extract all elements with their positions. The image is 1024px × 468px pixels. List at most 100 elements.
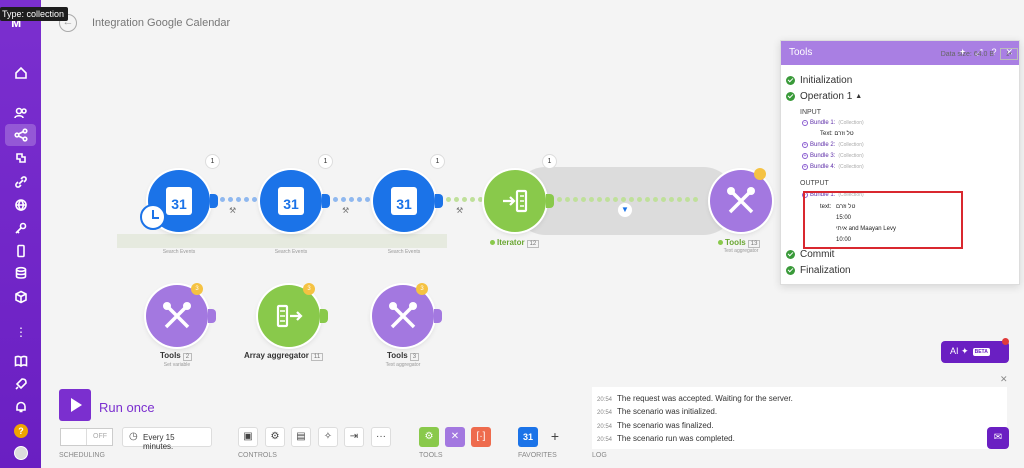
settings-icon[interactable]: ⚙ bbox=[265, 427, 285, 447]
devices-icon[interactable] bbox=[12, 242, 30, 260]
iterator-icon bbox=[503, 189, 528, 213]
array-aggregator-module[interactable] bbox=[258, 285, 320, 347]
page-title: Integration Google Calendar bbox=[92, 17, 231, 29]
scheduling-toggle[interactable]: OFF bbox=[60, 428, 113, 446]
run-once-button[interactable] bbox=[59, 389, 91, 421]
commit-row[interactable]: Commit bbox=[786, 249, 834, 260]
sidebar-active-highlight bbox=[5, 124, 36, 146]
chat-support-icon[interactable]: ✉ bbox=[987, 427, 1009, 449]
operation-count-badge[interactable]: 3 bbox=[416, 283, 428, 295]
avatar[interactable] bbox=[14, 446, 28, 460]
module-subtitle: Search Events bbox=[387, 249, 421, 255]
operation-count-badge[interactable]: 3 bbox=[191, 283, 203, 295]
wrench-icon[interactable]: ⚒ bbox=[342, 206, 350, 215]
text-parser-icon[interactable]: [·] bbox=[471, 427, 491, 447]
google-calendar-favorite-icon[interactable]: 31 bbox=[518, 427, 538, 447]
ai-assistant-button[interactable]: AI ✦BETA bbox=[941, 341, 1009, 363]
connector-dots[interactable] bbox=[446, 196, 483, 202]
initialization-row[interactable]: Initialization bbox=[786, 75, 852, 86]
expand-icon[interactable]: ⤢ bbox=[975, 47, 983, 57]
highlight-box bbox=[803, 191, 963, 249]
output-text-key: text: bbox=[820, 204, 832, 210]
webhooks-icon[interactable] bbox=[12, 196, 30, 214]
google-calendar-module-3[interactable]: 31 bbox=[373, 170, 435, 232]
warning-badge[interactable] bbox=[754, 168, 766, 180]
flow-icon[interactable]: ⇥ bbox=[344, 427, 364, 447]
connector-dots[interactable] bbox=[220, 196, 257, 202]
module-tab bbox=[322, 194, 330, 208]
operation-count-badge[interactable]: 1 bbox=[430, 154, 445, 169]
sidebar: ᴍ ⋮ ? bbox=[0, 0, 41, 468]
docs-icon[interactable] bbox=[12, 352, 30, 370]
tools-text-aggregator-module[interactable] bbox=[710, 170, 772, 232]
expand-icon: + bbox=[802, 142, 808, 148]
operation-count-badge[interactable]: 3 bbox=[303, 283, 315, 295]
input-bundle-3[interactable]: +Bundle 3:(Collection) bbox=[802, 153, 864, 159]
scenarios-icon[interactable] bbox=[12, 126, 30, 144]
wrench-icon[interactable]: ⚒ bbox=[456, 206, 464, 215]
connector-dots[interactable] bbox=[557, 196, 698, 202]
google-calendar-module-1[interactable]: 31 bbox=[148, 170, 210, 232]
check-icon bbox=[786, 76, 795, 85]
input-text-row[interactable]: Text: טל וזרם bbox=[820, 131, 854, 137]
collapse-caret-icon[interactable]: ▲ bbox=[855, 93, 863, 100]
home-icon[interactable] bbox=[12, 64, 30, 82]
data-stores-icon[interactable] bbox=[12, 264, 30, 282]
schedule-clock-icon[interactable] bbox=[140, 204, 166, 230]
tools-icon[interactable]: ✕ bbox=[445, 427, 465, 447]
make-logo-icon[interactable]: ᴍ bbox=[11, 14, 22, 30]
help-icon[interactable]: ? bbox=[14, 424, 28, 438]
finalization-row[interactable]: Finalization bbox=[786, 265, 851, 276]
module-tab bbox=[208, 309, 216, 323]
module-subtitle: Text aggregator bbox=[385, 362, 421, 368]
save-icon[interactable]: ▣ bbox=[238, 427, 258, 447]
ai-sparkle-icon[interactable]: ✦ bbox=[958, 47, 967, 57]
team-icon[interactable] bbox=[12, 104, 30, 122]
iterator-module[interactable] bbox=[484, 170, 546, 232]
input-bundle-4[interactable]: +Bundle 4:(Collection) bbox=[802, 164, 864, 170]
auto-align-icon[interactable]: ✧ bbox=[318, 427, 338, 447]
collapse-icon: − bbox=[802, 120, 808, 126]
input-bundle-1[interactable]: −Bundle 1:(Collection) bbox=[802, 120, 864, 126]
run-once-label[interactable]: Run once bbox=[99, 400, 155, 415]
module-tab bbox=[320, 309, 328, 323]
more-icon[interactable]: ··· bbox=[371, 427, 391, 447]
filter-icon[interactable]: ▼ bbox=[617, 202, 633, 218]
module-tab bbox=[210, 194, 218, 208]
rocket-icon[interactable] bbox=[12, 375, 30, 393]
close-icon[interactable]: ✕ bbox=[1005, 47, 1013, 57]
input-heading: INPUT bbox=[800, 109, 821, 116]
input-bundle-2[interactable]: +Bundle 2:(Collection) bbox=[802, 142, 864, 148]
help-icon[interactable]: ? bbox=[991, 47, 997, 57]
favorites-section-label: FAVORITES bbox=[518, 452, 557, 459]
connector-dots[interactable] bbox=[333, 196, 370, 202]
templates-icon[interactable] bbox=[12, 149, 30, 167]
notifications-icon[interactable] bbox=[12, 398, 30, 416]
tools-text-aggregator-module-2[interactable] bbox=[372, 285, 434, 347]
operation-count-badge[interactable]: 1 bbox=[318, 154, 333, 169]
flow-control-icon[interactable]: ⚙ bbox=[419, 427, 439, 447]
tools-set-variable-module[interactable] bbox=[146, 285, 208, 347]
tools-icon bbox=[727, 187, 755, 214]
operation-row[interactable]: Operation 1▲ bbox=[786, 91, 862, 102]
download-icon[interactable]: ⤓▾ bbox=[1000, 48, 1018, 60]
operation-count-badge[interactable]: 1 bbox=[205, 154, 220, 169]
wrench-icon[interactable]: ⚒ bbox=[229, 206, 237, 215]
data-structures-icon[interactable] bbox=[12, 288, 30, 306]
connections-icon[interactable] bbox=[12, 173, 30, 191]
module-tab bbox=[434, 309, 442, 323]
more-icon[interactable]: ⋮ bbox=[15, 325, 27, 339]
notes-icon[interactable]: ▤ bbox=[291, 427, 311, 447]
schedule-interval[interactable]: Every 15 minutes. bbox=[122, 427, 212, 451]
close-icon[interactable]: ✕ bbox=[1000, 374, 1008, 384]
array-aggregator-icon bbox=[276, 304, 303, 328]
keys-icon[interactable] bbox=[12, 219, 30, 237]
google-calendar-module-2[interactable]: 31 bbox=[260, 170, 322, 232]
operation-count-badge[interactable]: 1 bbox=[542, 154, 557, 169]
add-favorite-icon[interactable]: + bbox=[550, 428, 560, 444]
